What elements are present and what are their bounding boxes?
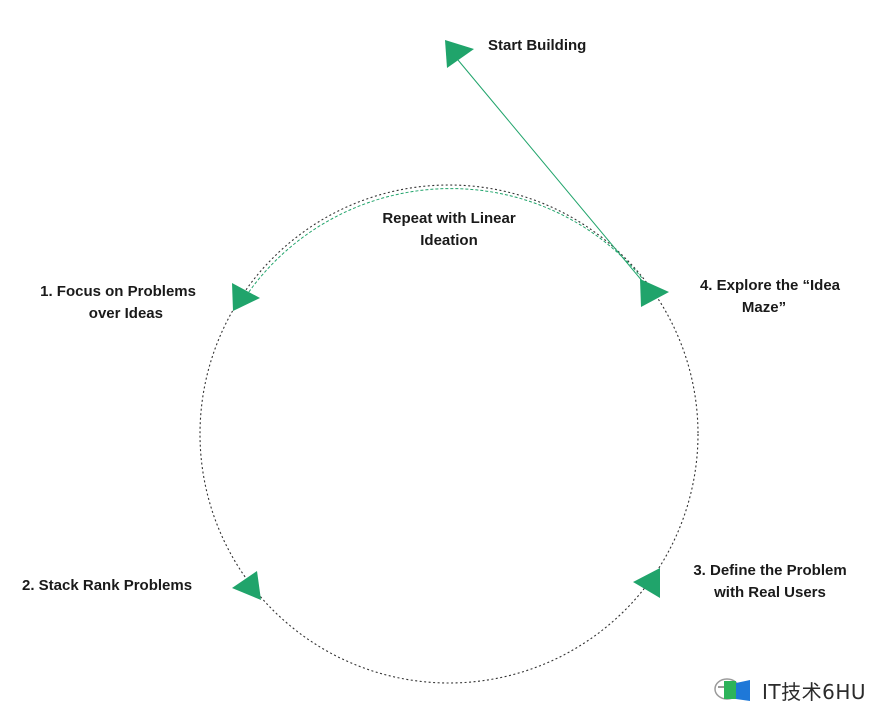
start-building-text: Start Building [488, 37, 587, 54]
step4-label: 4. Explore the “Idea Maze” [690, 275, 850, 319]
watermark-text: IT技术6HU [762, 679, 867, 704]
step2-label: 2. Stack Rank Problems [22, 575, 192, 597]
cycle-circle [199, 184, 699, 684]
start-building-label: Start Building [488, 35, 586, 57]
step2-text: 2. Stack Rank Problems [22, 577, 193, 594]
step2-arrow [232, 571, 261, 600]
repeat-label: Repeat with Linear Ideation [366, 208, 532, 252]
start-building-arrow [445, 40, 474, 68]
step4-arrow [640, 279, 669, 307]
step3-label-line2: with Real Users [714, 584, 826, 601]
chat-bubble-logo-icon [714, 678, 750, 701]
repeat-label-line2: Ideation [420, 232, 478, 249]
step3-label-line1: 3. Define the Problem [693, 562, 847, 579]
step3-label: 3. Define the Problem with Real Users [682, 560, 858, 604]
start-building-connector [457, 59, 644, 283]
repeat-arc [245, 188, 643, 297]
step1-arrow [232, 283, 260, 311]
step1-label-line2: over Ideas [88, 305, 163, 322]
watermark: IT技术6HU [712, 674, 866, 706]
step4-label-line1: 4. Explore the “Idea [699, 277, 841, 294]
step1-label: 1. Focus on Problems over Ideas [20, 281, 196, 325]
repeat-label-line1: Repeat with Linear [382, 210, 516, 227]
step1-label-line1: 1. Focus on Problems [40, 283, 196, 300]
step3-arrow [633, 568, 660, 598]
step4-label-line2: Maze” [741, 299, 787, 316]
